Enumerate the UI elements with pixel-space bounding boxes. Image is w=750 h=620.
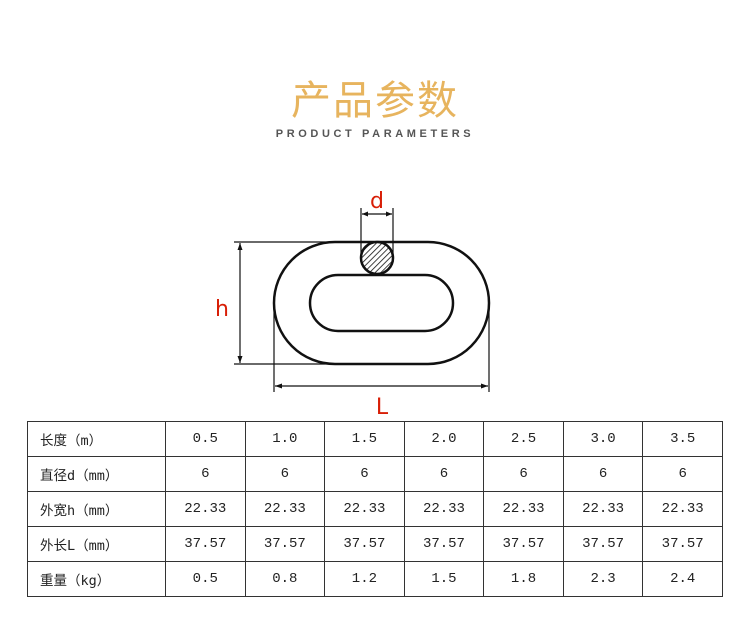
chain-link-svg: d h L bbox=[215, 189, 491, 420]
table-cell: 6 bbox=[562, 456, 644, 492]
table-row: 重量（kg） 0.5 0.8 1.2 1.5 1.8 2.3 2.4 bbox=[27, 561, 723, 597]
table-cell: 37.57 bbox=[244, 526, 326, 562]
row-label: 直径d（mm） bbox=[27, 456, 166, 492]
table-cell: 6 bbox=[244, 456, 326, 492]
table-cell: 6 bbox=[642, 456, 723, 492]
table-cell: 2.0 bbox=[403, 421, 485, 457]
table-cell: 37.57 bbox=[562, 526, 644, 562]
table-cell: 22.33 bbox=[165, 491, 246, 527]
row-label: 外长L（mm） bbox=[27, 526, 166, 562]
table-cell: 3.5 bbox=[642, 421, 723, 457]
table-row: 长度（m） 0.5 1.0 1.5 2.0 2.5 3.0 3.5 bbox=[27, 421, 723, 457]
page-title: 产品参数 bbox=[291, 78, 459, 124]
table-cell: 0.5 bbox=[165, 421, 246, 457]
table-cell: 22.33 bbox=[642, 491, 723, 527]
table-cell: 37.57 bbox=[403, 526, 485, 562]
table-cell: 0.5 bbox=[165, 561, 246, 597]
table-row: 外宽h（mm） 22.33 22.33 22.33 22.33 22.33 22… bbox=[27, 491, 723, 527]
table-cell: 6 bbox=[403, 456, 485, 492]
link-inner-outline bbox=[308, 273, 455, 333]
d-arrow-left bbox=[362, 211, 368, 217]
table-cell: 6 bbox=[483, 456, 564, 492]
table-cell: 0.8 bbox=[244, 561, 326, 597]
table-cell: 3.0 bbox=[562, 421, 644, 457]
table-cell: 37.57 bbox=[165, 526, 246, 562]
L-arrow-right bbox=[481, 383, 488, 389]
table-row: 外长L（mm） 37.57 37.57 37.57 37.57 37.57 37… bbox=[27, 526, 723, 562]
wire-cross-section bbox=[359, 240, 395, 276]
table-cell: 2.3 bbox=[562, 561, 644, 597]
L-label: L bbox=[376, 395, 389, 420]
table-cell: 1.5 bbox=[324, 421, 405, 457]
table-cell: 22.33 bbox=[562, 491, 644, 527]
table-cell: 2.5 bbox=[483, 421, 564, 457]
table-cell: 37.57 bbox=[324, 526, 405, 562]
table-cell: 1.5 bbox=[403, 561, 485, 597]
page-subtitle: PRODUCT PARAMETERS bbox=[275, 128, 475, 140]
table-cell: 37.57 bbox=[642, 526, 723, 562]
table-cell: 22.33 bbox=[483, 491, 564, 527]
h-arrow-top bbox=[237, 243, 243, 250]
table-row: 直径d（mm） 6 6 6 6 6 6 6 bbox=[27, 456, 723, 492]
table-cell: 22.33 bbox=[324, 491, 405, 527]
d-arrow-right bbox=[386, 211, 392, 217]
table-cell: 1.8 bbox=[483, 561, 564, 597]
table-cell: 1.0 bbox=[244, 421, 326, 457]
L-arrow-left bbox=[275, 383, 282, 389]
table-cell: 1.2 bbox=[324, 561, 405, 597]
d-label: d bbox=[370, 189, 384, 214]
table-cell: 22.33 bbox=[403, 491, 485, 527]
h-label: h bbox=[215, 297, 229, 322]
parameters-table: 长度（m） 0.5 1.0 1.5 2.0 2.5 3.0 3.5 直径d（mm… bbox=[27, 421, 723, 597]
table-cell: 6 bbox=[324, 456, 405, 492]
table-cell: 6 bbox=[165, 456, 246, 492]
row-label: 重量（kg） bbox=[27, 561, 166, 597]
table-cell: 2.4 bbox=[642, 561, 723, 597]
chain-link-diagram: d h L bbox=[200, 170, 510, 424]
row-label: 外宽h（mm） bbox=[27, 491, 166, 527]
row-label: 长度（m） bbox=[27, 421, 166, 457]
table-cell: 22.33 bbox=[244, 491, 326, 527]
h-arrow-bottom bbox=[237, 356, 243, 363]
table-cell: 37.57 bbox=[483, 526, 564, 562]
